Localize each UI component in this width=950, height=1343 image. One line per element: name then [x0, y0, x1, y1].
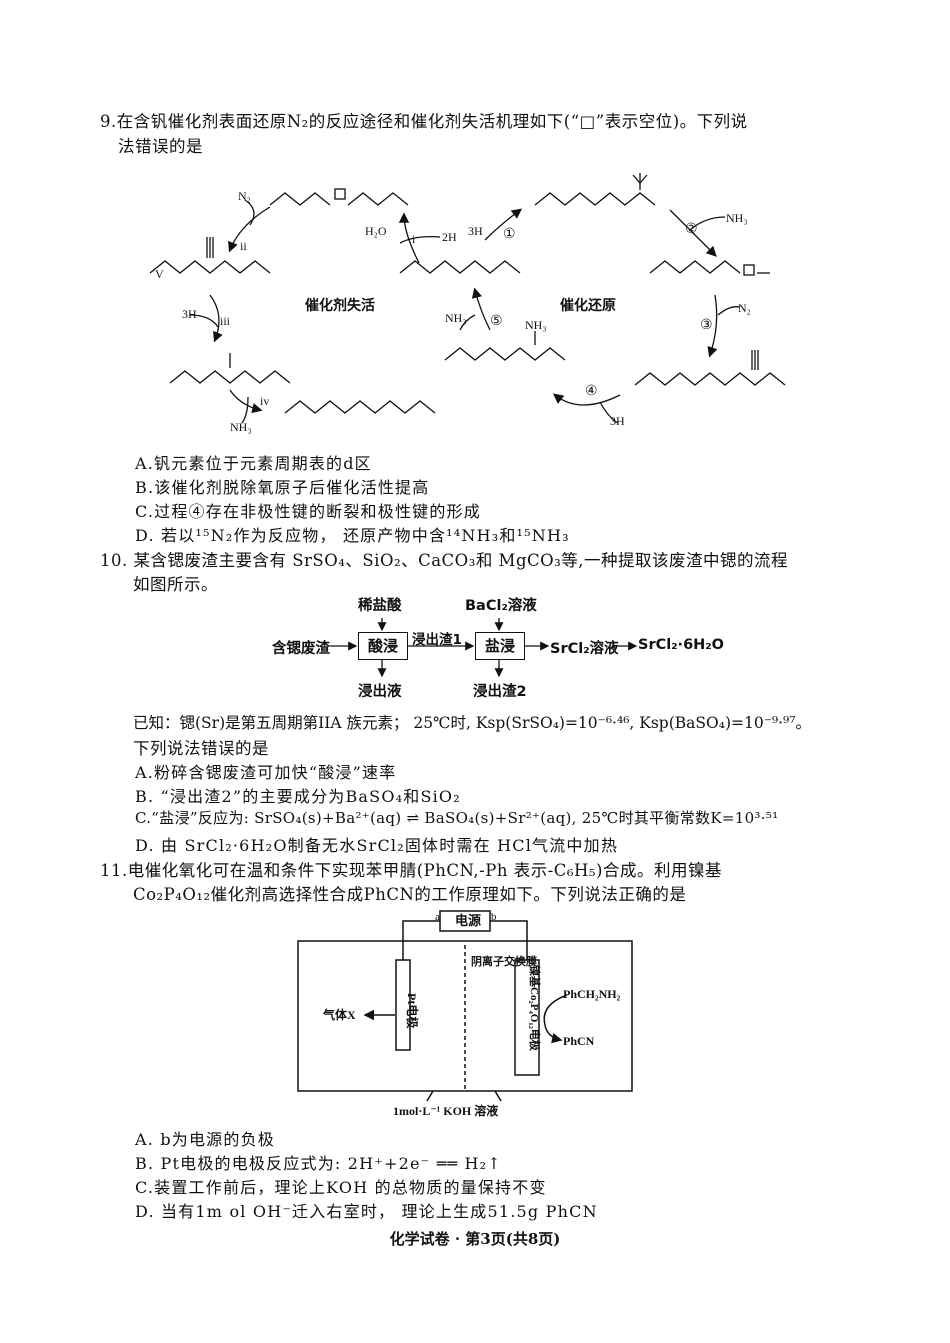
nh3-out-2: NH₃: [726, 211, 748, 225]
step-iii: iii: [220, 314, 231, 328]
flow-reagent2: BaCl₂溶液: [465, 598, 537, 614]
q9-stem-line1: 9.在含钒催化剂表面还原N₂的反应途径和催化剂失活机理如下(“□”表示空位)。下…: [100, 112, 748, 131]
n2-label-a: N₂: [238, 189, 251, 203]
step-3: ③: [700, 318, 713, 333]
flow-out1: 浸出液: [358, 684, 402, 700]
step-2: ②: [685, 222, 698, 237]
q10-known: 已知：锶(Sr)是第五周期第IIA 族元素； 25℃时, Ksp(SrSO₄)=…: [133, 714, 811, 732]
h2o-label: H₂O: [365, 224, 387, 238]
label-reduction: 催化还原: [560, 297, 616, 314]
step-ii: ii: [240, 239, 247, 253]
power-source: 电源: [455, 913, 481, 928]
q11-option-a: A. b为电源的负极: [135, 1130, 275, 1149]
q10-option-b: B. “浸出渣2”的主要成分为BaSO₄和SiO₂: [135, 787, 461, 806]
step-i: i: [412, 232, 416, 246]
q9-mechanism-diagram: V 催化剂失活 催化还原 ii i iii iv ① ② ③ ④ ⑤ H₂O 2…: [149, 173, 786, 434]
flow-product1: SrCl₂溶液: [550, 641, 619, 657]
nh3-out-iv: NH₃: [230, 420, 252, 434]
h3-label-b: 3H: [468, 224, 483, 238]
step-4: ④: [585, 384, 598, 399]
n2-label-b: N₂: [738, 301, 751, 315]
q9-option-c: C.过程④存在非极性键的断裂和极性键的形成: [135, 502, 481, 521]
q10-stem-line2: 如图所示。: [133, 575, 218, 594]
q9-option-d: D. 若以¹⁵N₂作为反应物， 还原产物中含¹⁴NH₃和¹⁵NH₃: [135, 526, 570, 545]
q11-option-d: D. 当有1m ol OH⁻迁入右室时， 理论上生成51.5g PhCN: [135, 1202, 598, 1221]
q11-option-b: B. Pt电极的电极反应式为: 2H⁺+2e⁻ ══ H₂↑: [135, 1154, 502, 1173]
h2-label: 2H: [442, 230, 457, 244]
pt-electrode-label: Pt电极: [405, 993, 420, 1029]
flow-out2: 浸出渣2: [473, 684, 527, 700]
q10-stem-line1: 10. 某含锶废渣主要含有 SrSO₄、SiO₂、CaCO₃和 MgCO₃等,一…: [100, 551, 789, 570]
label-deactivation: 催化剂失活: [305, 297, 375, 314]
h3-label-c: 3H: [610, 414, 625, 428]
q11-stem-line2: Co₂P₄O₁₂催化剂高选择性合成PhCN的工作原理如下。下列说法正确的是: [133, 885, 687, 904]
terminal-b: b: [491, 911, 497, 923]
h3-label-a: 3H: [182, 307, 197, 321]
q9-option-a: A.钒元素位于元素周期表的d区: [135, 454, 372, 473]
reactant-label: PhCH₂NH₂: [563, 987, 621, 1001]
q11-stem-line1: 11.电催化氧化可在温和条件下实现苯甲腈(PhCN,-Ph 表示-C₆H₅)合成…: [100, 861, 722, 880]
flow-residue1: 浸出渣1: [412, 632, 462, 648]
q10-option-a: A.粉碎含锶废渣可加快“酸浸”速率: [135, 763, 397, 782]
nh3-out-5: NH₃: [445, 311, 467, 325]
step-1: ①: [503, 227, 516, 242]
q9-option-b: B.该催化剂脱除氧原子后催化活性提高: [135, 478, 430, 497]
nh3-group: NH₃: [525, 318, 547, 332]
flow-step2: 盐浸: [475, 632, 525, 660]
terminal-a: a: [435, 911, 440, 923]
flow-input: 含锶废渣: [272, 641, 330, 657]
q10-option-d: D. 由 SrCl₂·6H₂O制备无水SrCl₂固体时需在 HCl气流中加热: [135, 836, 619, 855]
q9-stem-line2: 法错误的是: [118, 137, 203, 156]
membrane-label: 阴离子交换膜: [471, 954, 537, 968]
gas-x-label: 气体X: [322, 1007, 356, 1022]
q11-electrolysis-cell: 电源 a b 阴离子交换膜 Pt电极 镍基Co₂P₄O₁₂电极 气体X PhCH…: [297, 910, 633, 1118]
page-footer: 化学试卷 · 第3页(共8页): [389, 1230, 561, 1248]
q11-option-c: C.装置工作前后，理论上KOH 的总物质的量保持不变: [135, 1178, 547, 1197]
flow-arrows: [330, 618, 638, 678]
product-label: PhCN: [563, 1034, 595, 1048]
flow-step1: 酸浸: [358, 632, 408, 660]
step-iv: iv: [260, 394, 269, 408]
flow-reagent1: 稀盐酸: [358, 598, 402, 614]
q10-option-c: C.“盐浸”反应为: SrSO₄(s)+Ba²⁺(aq) ⇌ BaSO₄(s)+…: [135, 809, 779, 827]
electrolyte-label: 1mol·L⁻¹ KOH 溶液: [393, 1103, 498, 1118]
svg-text:V: V: [155, 267, 164, 281]
step-5: ⑤: [490, 314, 503, 329]
flow-product2: SrCl₂·6H₂O: [638, 637, 724, 653]
q10-stem-line3: 下列说法错误的是: [133, 739, 269, 758]
ni-electrode-label: 镍基Co₂P₄O₁₂电极: [528, 965, 542, 1052]
